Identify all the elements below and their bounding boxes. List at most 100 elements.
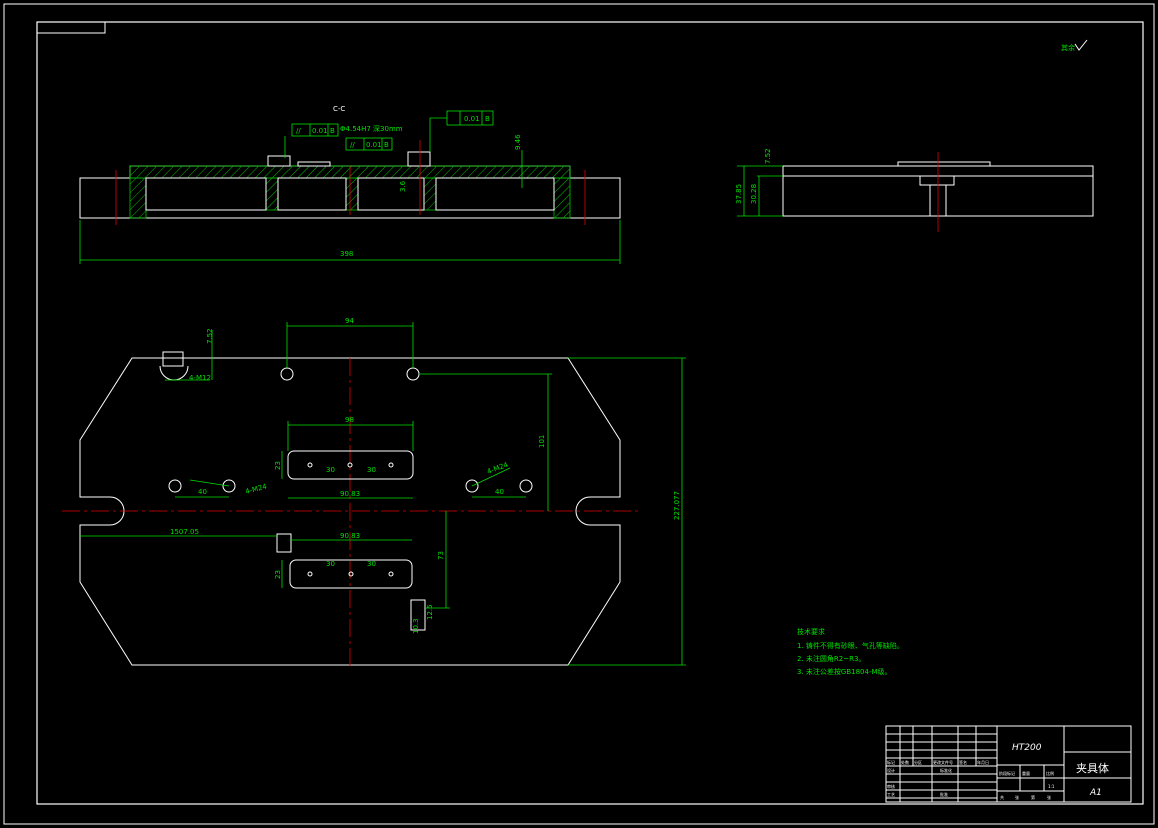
- sheet-inner-border: [36, 21, 1144, 805]
- plan-pin-block-right: [410, 599, 426, 631]
- roughness-note: 其余: [1061, 39, 1088, 52]
- tol-datum-1: B: [330, 127, 335, 135]
- section-pocket-3: [357, 177, 425, 211]
- tb-col-5: 年月日: [977, 759, 989, 765]
- tb-stage-3: 比例: [1046, 770, 1054, 776]
- dim-text-98: 98: [345, 416, 354, 424]
- side-dim-30-28: 30.28: [750, 184, 758, 204]
- dim-text-10-3: 10.3: [412, 618, 420, 634]
- tolerance-frame-1: // 0.01 B Φ4.54H7 深30mm: [284, 123, 403, 158]
- svg-text://: //: [350, 141, 355, 149]
- section-view: C-C 398 // 0.01 B Φ4.54: [79, 105, 621, 264]
- plan-hole-top-right: [406, 367, 420, 381]
- tb-sheet-2: 张: [1015, 794, 1019, 800]
- tb-row-2: 设计: [887, 767, 895, 773]
- sheet-size: A1: [1089, 788, 1102, 798]
- tol-value-2: 0.01: [366, 141, 382, 149]
- dim-text-40-a: 40: [198, 488, 207, 496]
- drawing-number-box: [36, 21, 106, 34]
- side-view: 37.85 30.28 7.52: [735, 148, 1094, 232]
- tb-scale: 1:1: [1048, 784, 1055, 789]
- side-center-boss: [919, 175, 955, 186]
- plan-hole-m24-4: [519, 479, 533, 493]
- sheet-outer-border: [3, 3, 1155, 825]
- tech-notes: 技术要求 1. 铸件不得有砂眼、气孔等缺陷。 2. 未注圆角R2~R3。 3. …: [797, 627, 904, 676]
- callout-m12: 4-M12: [189, 374, 211, 382]
- dim-text-227: 227.077: [673, 491, 681, 520]
- dim-text-101: 101: [538, 435, 546, 448]
- tol-datum-3: B: [485, 115, 490, 123]
- dim-text-9-46: 9.46: [514, 134, 522, 150]
- dim-text-30-d: 30: [367, 560, 376, 568]
- dim-text-7-52-corner: 7.52: [206, 328, 214, 344]
- title-block-grid: [886, 726, 1045, 802]
- section-block-mid: [297, 161, 331, 167]
- dim-text-12-5: 12.5: [426, 604, 434, 620]
- tolerance-frame-3: 0.01 B: [429, 110, 494, 152]
- tb-sheet-4: 张: [1047, 794, 1051, 800]
- tb-col-1: 处数: [901, 759, 909, 765]
- side-dim-37-85: 37.85: [735, 184, 743, 204]
- callout-m24-left: 4-M24: [244, 482, 268, 496]
- material-label: HT200: [1012, 743, 1042, 753]
- tol-value-1: 0.01: [312, 127, 328, 135]
- tol-value-3: 0.01: [464, 115, 480, 123]
- plan-view: 94 98 90.83 90.83 30 30 30 30 23 23 101 …: [62, 317, 686, 668]
- dim-text-30-c: 30: [326, 560, 335, 568]
- tb-col-2: 分区: [914, 759, 922, 765]
- section-hatch-right: [553, 177, 571, 219]
- dim-text-1507: 1507.05: [170, 528, 199, 536]
- tech-note-1: 1. 铸件不得有砂眼、气孔等缺陷。: [797, 641, 904, 650]
- tb-sheet-1: 共: [1000, 794, 1004, 800]
- plan-slot-bottom: [289, 559, 413, 589]
- tb-row-3: 审核: [887, 783, 895, 789]
- tb-sign-2: 批准: [940, 791, 948, 797]
- plan-hole-m24-1: [168, 479, 182, 493]
- part-name: 夹具体: [1076, 761, 1109, 775]
- section-rib-1: [265, 177, 279, 211]
- dim-text-90-83-b: 90.83: [340, 532, 360, 540]
- plan-pin-block-left: [276, 533, 292, 553]
- tb-sign-1: 标准化: [940, 767, 952, 773]
- dim-text-30-a: 30: [326, 466, 335, 474]
- plan-hole-top-left: [280, 367, 294, 381]
- dim-text-3-6: 3.6: [399, 180, 407, 192]
- tb-row-1: 标记: [887, 759, 895, 765]
- dim-text-23-b: 23: [274, 570, 282, 579]
- roughness-check-icon: [1074, 39, 1088, 51]
- tolerance-frame-2: // 0.01 B: [345, 137, 393, 151]
- title-block: 标记 设计 审核 工艺 处数 分区 更改文件号 签名 年月日 标准化 批准 阶段…: [885, 725, 1132, 803]
- dim-text-23-a: 23: [274, 461, 282, 470]
- tb-stage-2: 重量: [1022, 770, 1030, 776]
- section-block-right: [407, 151, 431, 167]
- dim-text-73: 73: [437, 551, 445, 560]
- tb-stage-1: 阶段标记: [999, 770, 1015, 776]
- plan-corner-tap: [162, 351, 184, 367]
- section-pocket-1: [145, 177, 267, 211]
- section-rib-2: [345, 177, 359, 211]
- side-dim-7-52: 7.52: [764, 148, 772, 164]
- tech-notes-title: 技术要求: [797, 627, 825, 636]
- tech-note-3: 3. 未注公差按GB1804-M级。: [797, 667, 892, 676]
- tb-col-3: 更改文件号: [933, 759, 953, 765]
- roughness-label: 其余: [1061, 43, 1075, 52]
- tb-col-4: 签名: [959, 759, 967, 765]
- tb-row-4: 工艺: [887, 792, 895, 797]
- svg-text://: //: [296, 127, 301, 135]
- section-hatch-left: [129, 177, 147, 219]
- tech-note-2: 2. 未注圆角R2~R3。: [797, 654, 865, 663]
- dim-text-398: 398: [340, 250, 353, 258]
- section-rib-3: [423, 177, 437, 211]
- section-block-left: [267, 155, 291, 167]
- section-pocket-2: [277, 177, 347, 211]
- section-pocket-4: [435, 177, 555, 211]
- dim-text-40-b: 40: [495, 488, 504, 496]
- plan-slot-top: [287, 450, 414, 480]
- dim-text-94: 94: [345, 317, 354, 325]
- dim-text-90-83-a: 90.83: [340, 490, 360, 498]
- plan-hole-m24-3: [465, 479, 479, 493]
- tol-datum-2: B: [384, 141, 389, 149]
- dim-text-30-b: 30: [367, 466, 376, 474]
- side-top-boss: [897, 161, 991, 167]
